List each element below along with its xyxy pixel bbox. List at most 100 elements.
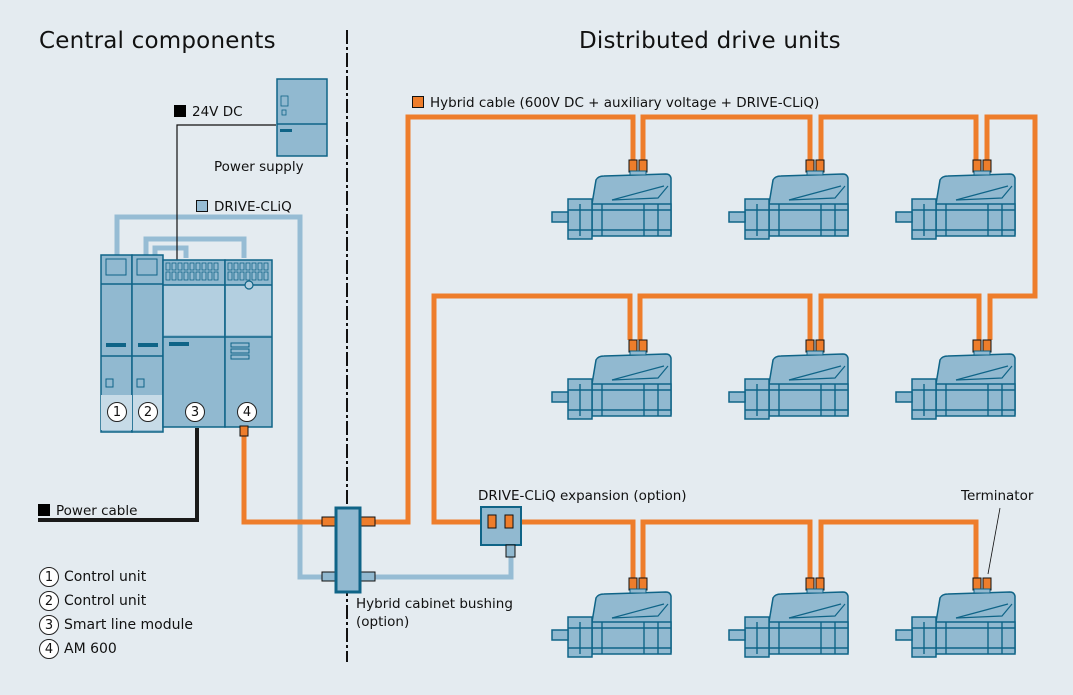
- terminal-slot: [233, 271, 239, 281]
- motor-connector: [815, 159, 825, 173]
- power-supply-label: Power supply: [214, 159, 304, 175]
- hybrid-cable-label: Hybrid cable (600V DC + auxiliary voltag…: [430, 95, 820, 111]
- terminal-slot: [201, 262, 207, 271]
- motor-connector: [982, 159, 992, 173]
- module-number-badge: 4: [237, 402, 257, 422]
- terminal-slot: [233, 262, 239, 271]
- hybrid-cables: [241, 114, 1038, 578]
- terminal-slot: [263, 271, 269, 281]
- terminal-slot: [207, 271, 213, 281]
- terminal-slot: [171, 271, 177, 281]
- power-supply-device: [276, 78, 328, 157]
- drive-cliq-cables: [114, 214, 514, 580]
- servo-motor: [551, 159, 672, 240]
- servo-motor: [895, 577, 1016, 658]
- terminal-slot: [239, 262, 245, 271]
- terminal-slot: [239, 271, 245, 281]
- legend-number: 4: [39, 639, 59, 659]
- power-cable-label: Power cable: [56, 503, 138, 519]
- terminal-slot: [251, 271, 257, 281]
- terminal-slot: [177, 271, 183, 281]
- power-cable: [38, 428, 199, 522]
- terminal-slot: [207, 262, 213, 271]
- terminal-slot: [183, 262, 189, 271]
- terminal-slot: [189, 271, 195, 281]
- motor-connector: [638, 159, 648, 173]
- module-number-badge: 3: [185, 402, 205, 422]
- hybrid-cabinet-bushing: [321, 506, 376, 594]
- dc24-label: 24V DC: [192, 104, 243, 120]
- motor-connector: [628, 159, 638, 173]
- servo-motor: [895, 159, 1016, 240]
- terminal-slot: [227, 262, 233, 271]
- heading-central-components: Central components: [39, 28, 276, 54]
- terminal-slot: [165, 262, 171, 271]
- motor-connector: [815, 339, 825, 353]
- terminal-slot: [189, 262, 195, 271]
- bushing-label: Hybrid cabinet bushing (option): [356, 595, 513, 631]
- terminator-label: Terminator: [961, 488, 1034, 504]
- bushing-label-line2: (option): [356, 614, 410, 630]
- legend-hybrid-cable: Hybrid cable (600V DC + auxiliary voltag…: [412, 95, 819, 111]
- expansion-label: DRIVE-CLiQ expansion (option): [478, 488, 687, 504]
- terminator-leader: [987, 507, 1001, 575]
- am600-hybrid-connector: [239, 425, 249, 437]
- legend-text: Control unit: [64, 569, 147, 585]
- legend-number: 3: [39, 615, 59, 635]
- servo-motor: [551, 339, 672, 420]
- motor-grid: [551, 159, 1016, 658]
- legend-text: Smart line module: [64, 617, 193, 633]
- servo-motor: [895, 339, 1016, 420]
- servo-motor: [728, 339, 849, 420]
- legend-item: 4 AM 600: [39, 637, 193, 661]
- blue-swatch-icon: [196, 200, 208, 212]
- terminal-slot: [165, 271, 171, 281]
- motor-connector: [805, 159, 815, 173]
- terminal-slot: [251, 262, 257, 271]
- motor-connector: [972, 159, 982, 173]
- terminal-slot: [257, 262, 263, 271]
- drive-cliq-label: DRIVE-CLiQ: [214, 199, 292, 215]
- terminal-slot: [213, 271, 219, 281]
- terminal-slot: [171, 262, 177, 271]
- black-swatch-icon: [174, 105, 186, 117]
- dc24-line: [176, 124, 276, 260]
- module-number-badge: 2: [138, 402, 158, 422]
- module-terminals: [165, 262, 269, 281]
- terminal-slot: [195, 271, 201, 281]
- terminal-slot: [183, 271, 189, 281]
- bushing-label-line1: Hybrid cabinet bushing: [356, 596, 513, 612]
- legend-text: Control unit: [64, 593, 147, 609]
- terminal-slot: [195, 262, 201, 271]
- servo-motor: [728, 159, 849, 240]
- terminal-slot: [263, 262, 269, 271]
- legend-item: 1 Control unit: [39, 565, 193, 589]
- motor-connector: [972, 577, 982, 591]
- legend-24v-dc: 24V DC: [174, 104, 243, 120]
- heading-distributed-drive-units: Distributed drive units: [579, 28, 841, 54]
- servo-motor: [728, 577, 849, 658]
- motor-connector: [638, 577, 648, 591]
- terminal-slot: [245, 262, 251, 271]
- legend-text: AM 600: [64, 641, 117, 657]
- motor-connector: [805, 577, 815, 591]
- terminal-slot: [213, 262, 219, 271]
- legend-number: 1: [39, 567, 59, 587]
- legend-power-cable: Power cable: [38, 503, 137, 519]
- motor-connector: [638, 339, 648, 353]
- motor-connector: [628, 339, 638, 353]
- drive-cliq-expansion: [480, 506, 522, 558]
- legend-number: 2: [39, 591, 59, 611]
- motor-connector: [815, 577, 825, 591]
- motor-connector: [805, 339, 815, 353]
- motor-connector: [982, 577, 992, 591]
- motor-connector: [972, 339, 982, 353]
- legend-item: 2 Control unit: [39, 589, 193, 613]
- orange-swatch-icon: [412, 96, 424, 108]
- module-number-badge: 1: [107, 402, 127, 422]
- legend-drive-cliq: DRIVE-CLiQ: [196, 199, 292, 215]
- motor-connector: [628, 577, 638, 591]
- terminal-slot: [257, 271, 263, 281]
